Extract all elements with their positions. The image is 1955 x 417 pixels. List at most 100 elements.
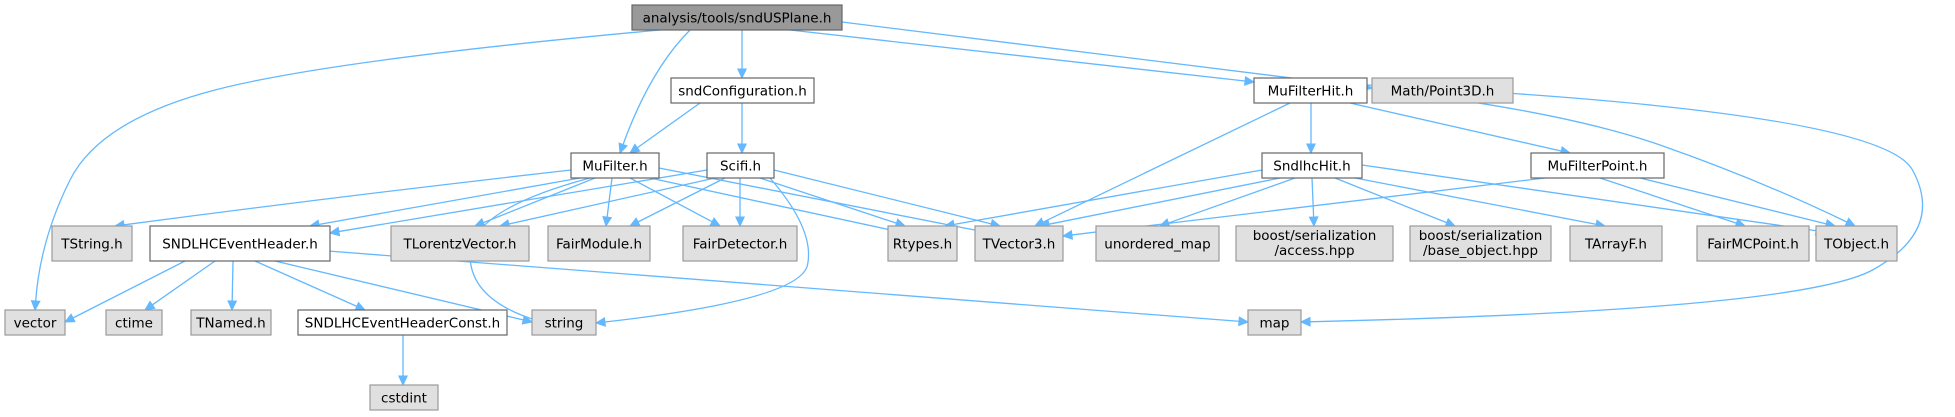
- edge-SndlhcHit-to-unordered_map: [1158, 177, 1296, 228]
- node-box: [1095, 225, 1220, 262]
- node-TObject: TObject.h: [1815, 225, 1898, 262]
- node-boost_access: boost/serialization/access.hpp: [1235, 225, 1394, 262]
- node-label: Rtypes.h: [893, 237, 952, 253]
- edge-line: [151, 260, 216, 306]
- edge-line: [1311, 177, 1315, 219]
- node-box: [682, 225, 798, 262]
- edge-arrowhead: [709, 217, 722, 227]
- edge-line: [789, 29, 1247, 82]
- node-label: boost/serialization: [1253, 228, 1377, 244]
- node-MuFilterHit[interactable]: MuFilterHit.h: [1253, 77, 1368, 104]
- node-label: SNDLHCEventHeaderConst.h: [305, 316, 500, 332]
- edge-MuFilterHit-to-map: [1299, 84, 1924, 327]
- node-box[interactable]: [297, 309, 508, 336]
- edge-line: [1041, 102, 1291, 224]
- edge-line: [71, 260, 186, 319]
- edge-SNDLHCEventHeader-to-map: [314, 249, 1250, 327]
- edge-sndConfiguration-to-Scifi: [737, 103, 747, 155]
- edge-arrowhead: [1061, 229, 1074, 240]
- node-MuFilterPoint[interactable]: MuFilterPoint.h: [1530, 152, 1665, 179]
- edge-arrowhead: [227, 300, 238, 312]
- node-MuFilter[interactable]: MuFilter.h: [570, 152, 660, 179]
- node-boost_base: boost/serialization/base_object.hpp: [1409, 225, 1552, 262]
- node-box: [190, 309, 272, 336]
- node-label: /access.hpp: [1274, 243, 1354, 259]
- node-label: TObject.h: [1823, 237, 1889, 253]
- edge-line: [1334, 177, 1448, 224]
- edge-arrowhead: [354, 301, 367, 311]
- edge-line: [629, 177, 714, 223]
- edge-arrowhead: [737, 143, 747, 155]
- edge-MuFilterHit-to-SndlhcHit: [1306, 103, 1316, 155]
- node-label: FairDetector.h: [693, 237, 788, 253]
- node-unordered_map: unordered_map: [1095, 225, 1220, 262]
- edge-line: [636, 177, 726, 223]
- edge-MuFilterHit-to-MuFilterPoint: [1349, 102, 1572, 156]
- node-box[interactable]: [149, 225, 331, 262]
- node-label: Math/Point3D.h: [1391, 84, 1495, 100]
- edge-SNDLHCEventHeader-to-TNamed: [227, 260, 238, 312]
- edge-line: [773, 169, 993, 225]
- node-box[interactable]: [570, 152, 660, 179]
- edge-line: [1354, 177, 1598, 226]
- node-box[interactable]: [1261, 152, 1363, 179]
- edge-arrowhead: [1238, 316, 1250, 327]
- edge-line: [603, 177, 810, 323]
- edge-line: [34, 29, 661, 303]
- node-label: MuFilterPoint.h: [1547, 159, 1647, 175]
- node-map: map: [1247, 309, 1302, 336]
- edge-arrowhead: [521, 314, 534, 325]
- edge-line: [1167, 177, 1296, 224]
- node-label: SndlhcHit.h: [1273, 159, 1350, 175]
- node-label: map: [1260, 316, 1290, 332]
- edge-arrowhead: [1299, 316, 1311, 327]
- node-box[interactable]: [631, 4, 843, 31]
- node-box: [1409, 225, 1552, 262]
- node-box[interactable]: [670, 77, 815, 104]
- node-box: [1696, 225, 1810, 262]
- edge-line: [231, 260, 234, 303]
- node-box: [51, 225, 133, 262]
- node-Scifi[interactable]: Scifi.h: [706, 152, 775, 179]
- node-ctime: ctime: [105, 309, 163, 336]
- node-SNDLHCEventHeaderConst[interactable]: SNDLHCEventHeaderConst.h: [297, 309, 508, 336]
- edge-line: [314, 249, 1241, 323]
- edge-Scifi-to-Rtypes: [759, 177, 907, 228]
- node-label: cstdint: [381, 391, 427, 407]
- node-Point3D: Math/Point3D.h: [1371, 77, 1514, 104]
- node-label: FairModule.h: [556, 237, 642, 253]
- edge-arrowhead: [30, 300, 41, 312]
- edge-SNDLHCEventHeaderConst-to-cstdint: [398, 335, 408, 387]
- edge-arrowhead: [629, 143, 641, 154]
- node-SndlhcHit[interactable]: SndlhcHit.h: [1261, 152, 1363, 179]
- edge-line: [622, 29, 691, 146]
- edge-line: [122, 169, 572, 226]
- edge-arrowhead: [1244, 75, 1256, 86]
- node-sndConfiguration[interactable]: sndConfiguration.h: [670, 77, 815, 104]
- node-box: [974, 225, 1064, 262]
- node-label: MuFilterHit.h: [1268, 84, 1354, 100]
- node-cstdint: cstdint: [369, 384, 439, 411]
- node-label: Scifi.h: [720, 159, 761, 175]
- node-SNDLHCEventHeader[interactable]: SNDLHCEventHeader.h: [149, 225, 331, 262]
- node-FairDetector: FairDetector.h: [682, 225, 798, 262]
- node-sndUSPlane[interactable]: analysis/tools/sndUSPlane.h: [631, 4, 843, 31]
- node-box: [1247, 309, 1302, 336]
- node-box: [1815, 225, 1898, 262]
- node-box: [369, 384, 439, 411]
- edge-arrowhead: [473, 217, 486, 228]
- node-box[interactable]: [1253, 77, 1368, 104]
- node-box[interactable]: [706, 152, 775, 179]
- node-box: [105, 309, 163, 336]
- edge-SNDLHCEventHeader-to-ctime: [144, 260, 216, 311]
- edge-arrowhead: [737, 68, 747, 80]
- node-TLorentzVector: TLorentzVector.h: [390, 225, 530, 262]
- edge-layer: [30, 21, 1924, 387]
- node-box: [887, 225, 958, 262]
- node-box[interactable]: [1530, 152, 1665, 179]
- edge-sndConfiguration-to-MuFilter: [629, 102, 701, 154]
- node-box: [390, 225, 530, 262]
- node-label: FairMCPoint.h: [1707, 237, 1799, 253]
- edge-line: [1349, 102, 1563, 152]
